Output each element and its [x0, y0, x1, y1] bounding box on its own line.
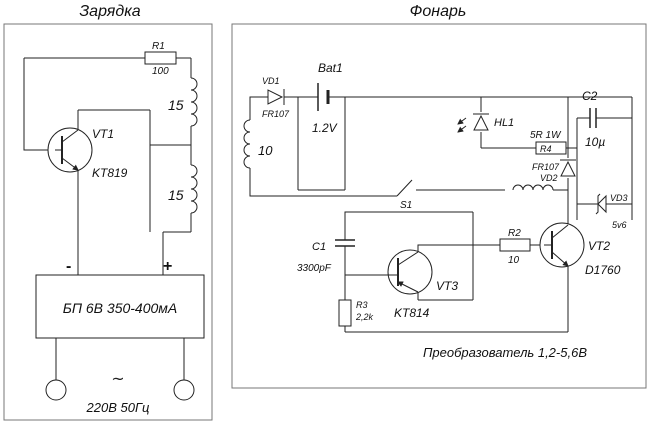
r2-resistor: R2 10	[499, 228, 531, 266]
vd1-diode: VD1 FR107	[262, 76, 290, 119]
svg-text:VD1: VD1	[262, 76, 280, 86]
svg-text:VT3: VT3	[436, 279, 458, 293]
c2-capacitor: C2 10µ	[582, 89, 605, 149]
svg-text:C2: C2	[582, 89, 598, 103]
svg-text:1.2V: 1.2V	[312, 121, 338, 135]
svg-text:5v6: 5v6	[612, 220, 627, 230]
svg-text:БП 6В 350-400мА: БП 6В 350-400мА	[63, 300, 177, 316]
plus-label: +	[163, 258, 172, 275]
charger-wiring	[23, 57, 198, 380]
svg-text:Bat1: Bat1	[318, 61, 343, 75]
vd3-zener: VD3 5v6	[577, 193, 632, 230]
coil-a-label: 15	[168, 97, 184, 113]
plug-left-icon	[45, 379, 67, 401]
svg-text:R2: R2	[508, 228, 521, 239]
charger-frame	[3, 23, 213, 421]
bat1-battery: Bat1 1.2V	[312, 61, 343, 135]
torch-title: Фонарь	[410, 3, 467, 20]
s1-switch-label: S1	[400, 200, 412, 211]
charger-title: Зарядка	[79, 3, 140, 20]
svg-text:C1: C1	[312, 241, 326, 253]
svg-text:10µ: 10µ	[585, 135, 605, 149]
svg-text:VD3: VD3	[610, 193, 628, 203]
svg-text:3300pF: 3300pF	[297, 263, 332, 274]
r4-resistor: 5R 1W R4	[530, 130, 567, 155]
psu-box: БП 6В 350-400мА	[35, 274, 205, 339]
svg-text:D1760: D1760	[585, 263, 621, 277]
converter-caption: Преобразователь 1,2-5,6В	[423, 345, 587, 360]
svg-text:5R 1W: 5R 1W	[530, 130, 562, 141]
torch-frame	[231, 23, 647, 389]
minus-label: -	[66, 258, 71, 275]
plug-right-icon	[173, 379, 195, 401]
svg-text:KT814: KT814	[394, 306, 430, 320]
svg-text:100: 100	[152, 66, 169, 77]
svg-text:FR107: FR107	[532, 162, 560, 172]
svg-text:VT1: VT1	[92, 127, 114, 141]
vt3-transistor: VT3 KT814	[380, 249, 458, 320]
vd2-diode: FR107 VD2	[532, 159, 576, 183]
svg-text:R3: R3	[356, 300, 368, 310]
svg-text:10: 10	[508, 255, 520, 266]
svg-text:R4: R4	[540, 144, 552, 154]
svg-text:FR107: FR107	[262, 109, 290, 119]
mains-label: 220В 50Гц	[86, 400, 150, 415]
svg-text:2,2k: 2,2k	[355, 312, 374, 322]
vt1-transistor: VT1 KT819	[47, 110, 128, 190]
hl1-led: HL1	[457, 113, 514, 133]
svg-text:HL1: HL1	[494, 117, 514, 129]
r1-resistor: R1 100	[144, 41, 177, 77]
svg-text:VD2: VD2	[540, 173, 558, 183]
coil-10-label: 10	[258, 143, 273, 158]
vt2-transistor: VT2 D1760	[539, 222, 621, 277]
svg-text:KT819: KT819	[92, 166, 128, 180]
ac-symbol: ~	[111, 369, 124, 388]
torch-wiring	[243, 96, 633, 333]
r3-resistor: R3 2,2k	[338, 299, 374, 327]
svg-text:R1: R1	[152, 41, 165, 52]
c1-capacitor: C1 3300pF	[297, 239, 355, 274]
svg-text:VT2: VT2	[588, 239, 610, 253]
coil-b-label: 15	[168, 187, 184, 203]
